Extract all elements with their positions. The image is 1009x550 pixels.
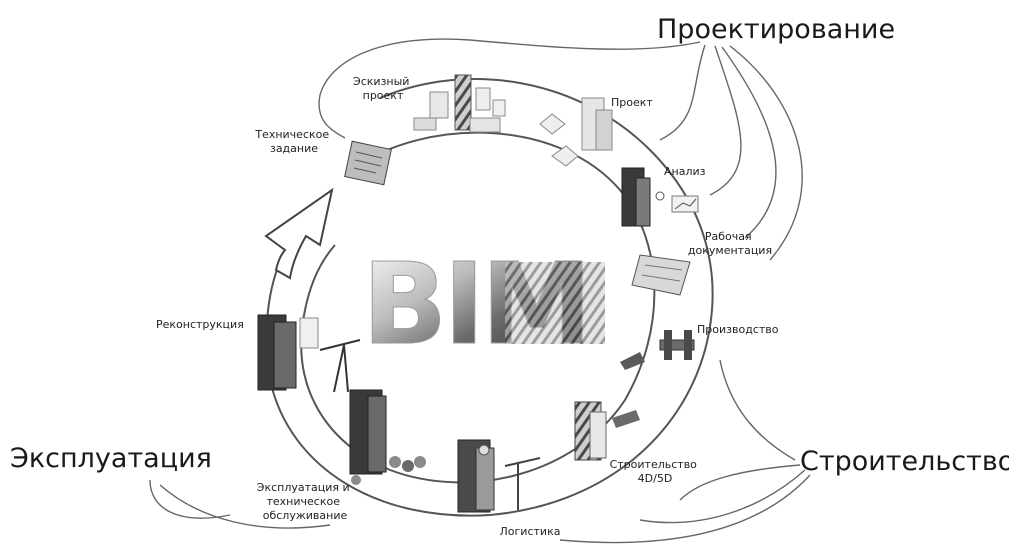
cycle-arrow [264, 187, 334, 280]
operation-illustration [349, 389, 426, 485]
stage-production-label: Производство [697, 323, 779, 336]
design-connectors [318, 38, 803, 261]
bim-logo: BIM [362, 240, 605, 371]
analysis-illustration [621, 167, 699, 227]
stage-project-label: Проект [611, 96, 653, 109]
stage-sketch-label: Эскизный проект [353, 75, 413, 102]
operation-connectors [149, 479, 331, 529]
sketch-project-illustration [413, 74, 506, 133]
construction-illustration [574, 401, 640, 461]
stage-tech-assignment-label: Техническое задание [254, 128, 332, 155]
stage-construction-label: Строительство 4D/5D [610, 458, 701, 485]
stage-analysis-label: Анализ [664, 165, 706, 178]
project-illustration [539, 97, 613, 167]
production-illustration [620, 330, 695, 370]
construction-connectors [559, 359, 811, 544]
phase-operation-label: Эксплуатация [10, 443, 212, 474]
stage-reconstruction-label: Реконструкция [156, 318, 244, 331]
stage-operation-maintenance-label: Эксплуатация и техническое обслуживание [257, 481, 353, 522]
phase-construction-label: Строительство [800, 446, 1009, 477]
tech-assignment-document-icon [344, 140, 392, 186]
working-docs-illustration [631, 254, 691, 296]
reconstruction-illustration [257, 314, 361, 393]
phase-design-label: Проектирование [657, 14, 895, 45]
stage-logistics-label: Логистика [500, 525, 561, 538]
stage-working-docs-label: Рабочая документация [688, 230, 772, 257]
logistics-illustration [457, 439, 541, 513]
